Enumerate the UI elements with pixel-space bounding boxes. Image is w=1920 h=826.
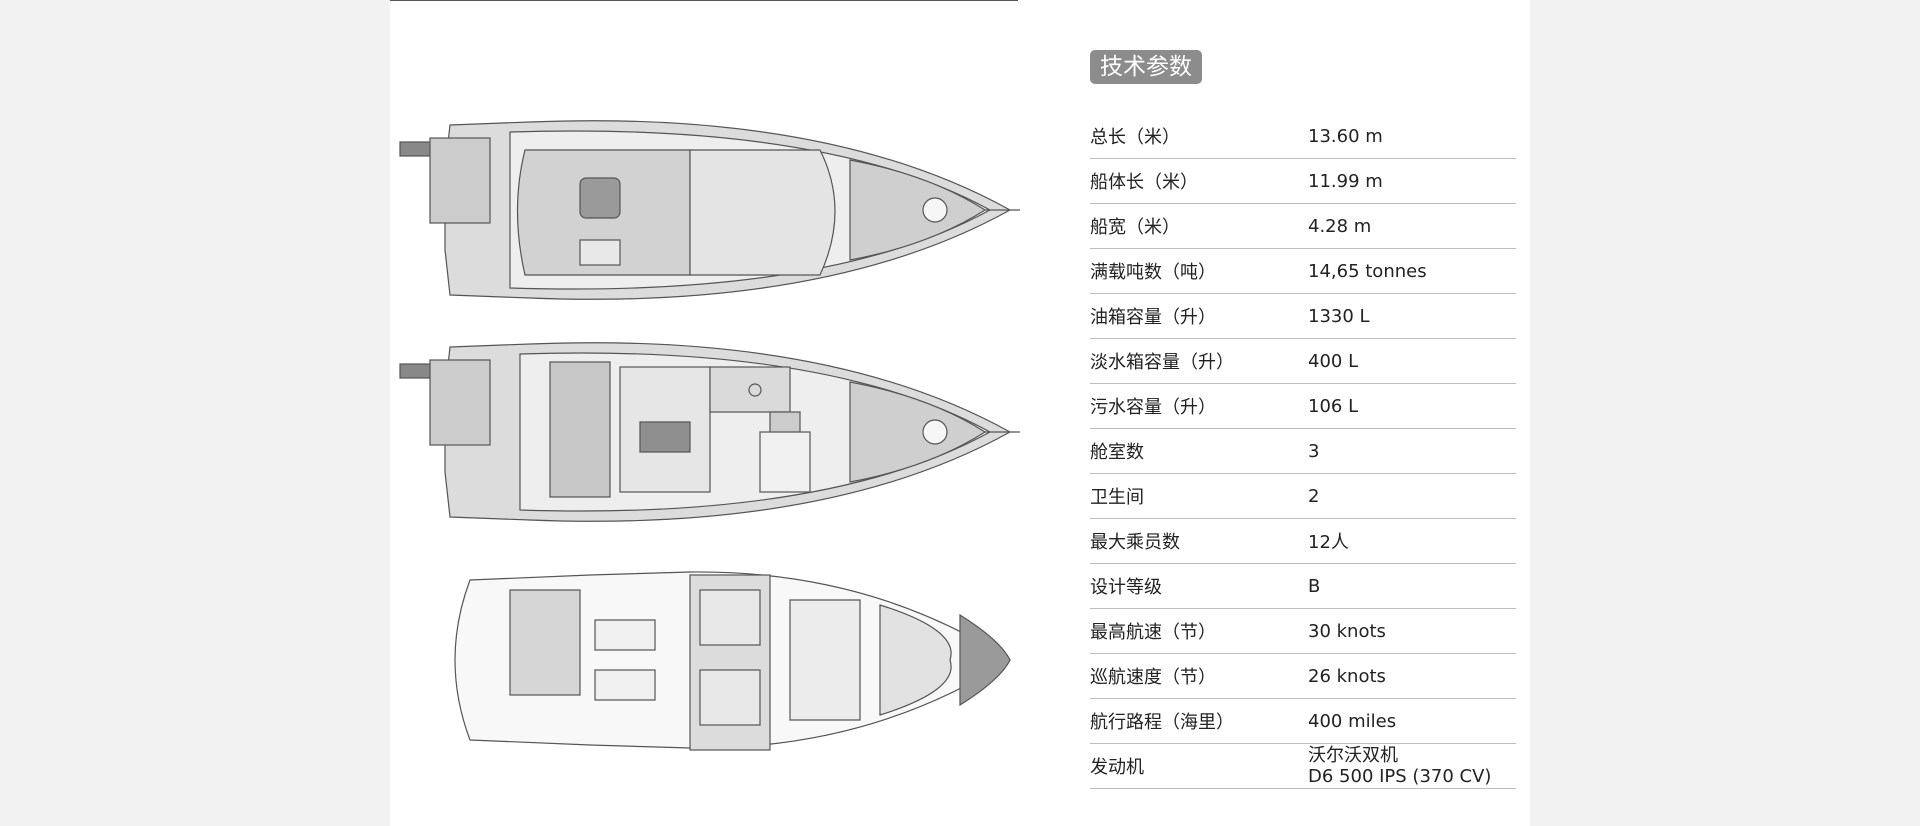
engine-line-1: 沃尔沃双机 <box>1308 745 1398 766</box>
spec-value: 400 L <box>1308 350 1359 372</box>
spec-value: B <box>1308 575 1321 597</box>
spec-label: 污水容量（升） <box>1090 397 1216 418</box>
spec-table: 技术参数 总长（米） 13.60 m 船体长（米） 11.99 m 船宽（米） 4.2… <box>1090 50 1516 789</box>
engine-line-2: D6 500 IPS (370 CV) <box>1308 766 1492 787</box>
spec-label: 淡水箱容量（升） <box>1090 352 1234 373</box>
spec-row: 淡水箱容量（升） 400 L <box>1090 339 1516 384</box>
spec-label: 最高航速（节） <box>1090 622 1216 643</box>
spec-value: 2 <box>1308 485 1320 507</box>
spec-row: 卫生间 2 <box>1090 474 1516 519</box>
spec-value: 4.28 m <box>1308 215 1372 237</box>
spec-value: 13.60 m <box>1308 125 1383 147</box>
spec-value: 1330 L <box>1308 305 1370 327</box>
spec-value: 400 miles <box>1308 710 1397 732</box>
spec-row: 最大乘员数 12人 <box>1090 519 1516 564</box>
spec-row: 污水容量（升） 106 L <box>1090 384 1516 429</box>
spec-label: 巡航速度（节） <box>1090 667 1216 688</box>
spec-value: 14,65 tonnes <box>1308 260 1427 282</box>
spec-row: 总长（米） 13.60 m <box>1090 114 1516 159</box>
spec-row: 舱室数 3 <box>1090 429 1516 474</box>
spec-label: 卫生间 <box>1090 487 1144 508</box>
boat-plans <box>390 110 1030 760</box>
spec-label: 发动机 <box>1090 757 1144 778</box>
spec-row: 船体长（米） 11.99 m <box>1090 159 1516 204</box>
spec-label: 船宽（米） <box>1090 217 1180 238</box>
spec-row: 设计等级 B <box>1090 564 1516 609</box>
top-rule <box>390 0 1018 1</box>
spec-row: 巡航速度（节） 26 knots <box>1090 654 1516 699</box>
spec-label: 油箱容量（升） <box>1090 307 1216 328</box>
spec-value: 26 knots <box>1308 665 1386 687</box>
spec-row: 满载吨数（吨） 14,65 tonnes <box>1090 249 1516 294</box>
spec-label: 设计等级 <box>1090 577 1162 598</box>
spec-row: 船宽（米） 4.28 m <box>1090 204 1516 249</box>
spec-row: 最高航速（节） 30 knots <box>1090 609 1516 654</box>
spec-label: 船体长（米） <box>1090 172 1198 193</box>
spec-label: 满载吨数（吨） <box>1090 262 1216 283</box>
spec-label: 总长（米） <box>1090 127 1180 148</box>
spec-label: 舱室数 <box>1090 442 1144 463</box>
spec-value: 106 L <box>1308 395 1359 417</box>
spec-label: 最大乘员数 <box>1090 532 1180 553</box>
lower-deck-plan-drawing <box>454 571 1012 751</box>
spec-value: 11.99 m <box>1308 170 1383 192</box>
spec-value: 30 knots <box>1308 620 1386 642</box>
spec-value: 3 <box>1308 440 1320 462</box>
main-deck-plan-drawing <box>399 342 1020 522</box>
spec-heading: 技术参数 <box>1090 50 1202 84</box>
spec-row: 油箱容量（升） 1330 L <box>1090 294 1516 339</box>
spec-label: 航行路程（海里） <box>1090 712 1234 733</box>
spec-value: 12人 <box>1308 532 1349 553</box>
spec-sheet: 技术参数 总长（米） 13.60 m 船体长（米） 11.99 m 船宽（米） 4.2… <box>390 0 1530 826</box>
spec-row: 航行路程（海里） 400 miles <box>1090 699 1516 744</box>
flybridge-plan-drawing <box>399 120 1020 300</box>
